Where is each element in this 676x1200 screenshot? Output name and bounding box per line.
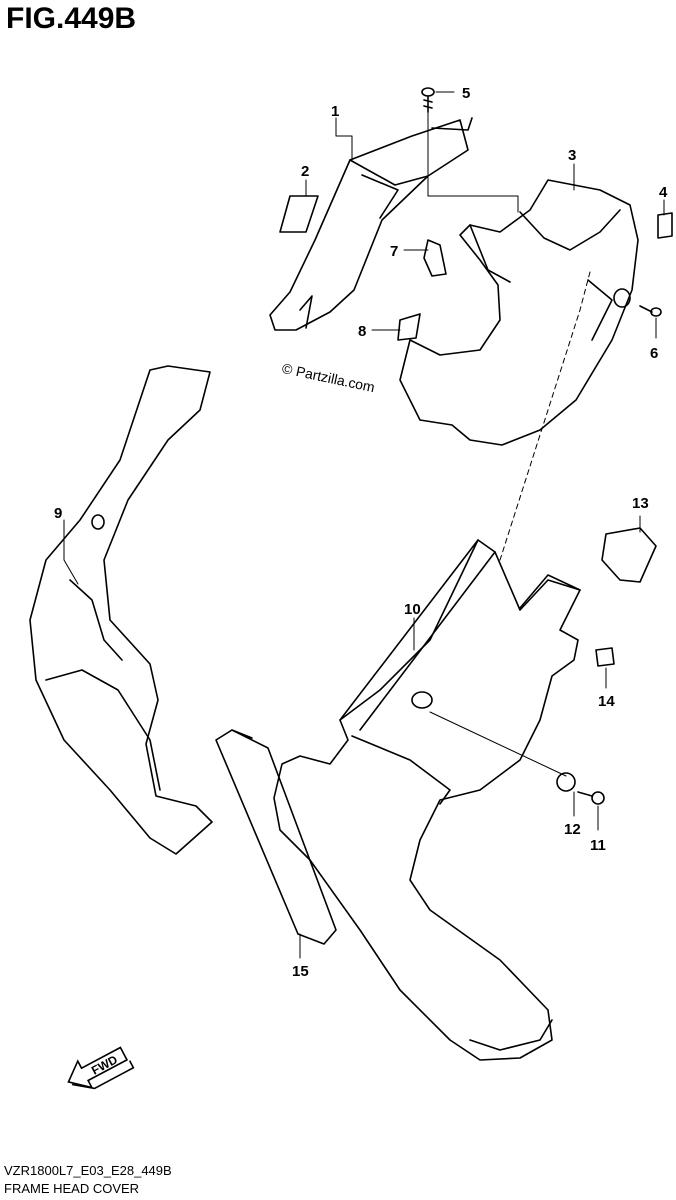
part-8-pad — [397, 313, 421, 341]
leader-lines — [63, 91, 665, 959]
callout-labels: 1 2 3 4 5 6 7 8 9 10 11 12 13 14 15 — [54, 85, 668, 980]
callout-7: 7 — [390, 243, 398, 260]
fwd-arrow-icon: FWD — [67, 1046, 135, 1090]
part-13-pad — [601, 527, 657, 583]
callout-13: 13 — [632, 495, 649, 512]
callout-9: 9 — [54, 505, 62, 522]
section-name: FRAME HEAD COVER — [4, 1181, 140, 1196]
part-1-upper-cover — [269, 117, 473, 331]
callout-8: 8 — [358, 323, 366, 340]
part-7-pad — [423, 239, 447, 277]
part-6-screw — [639, 305, 662, 317]
callout-1: 1 — [331, 103, 339, 120]
part-15-strip — [215, 729, 337, 945]
part-3-right-cover — [399, 179, 639, 446]
callout-2: 2 — [301, 163, 309, 180]
part-11-screw — [577, 791, 605, 805]
part-2-pad — [279, 195, 319, 233]
callout-5: 5 — [462, 85, 470, 102]
callout-4: 4 — [659, 184, 668, 201]
part-5-screw — [421, 87, 435, 113]
callout-3: 3 — [568, 147, 576, 164]
callout-12: 12 — [564, 821, 581, 838]
part-12-grommet — [556, 772, 576, 792]
part-9-left-cover — [29, 365, 213, 855]
callout-11: 11 — [590, 837, 606, 854]
callout-6: 6 — [650, 345, 658, 362]
figure-title: FIG.449B — [6, 2, 137, 35]
callout-15: 15 — [292, 963, 309, 980]
callout-14: 14 — [598, 693, 615, 710]
model-code: VZR1800L7_E03_E28_449B — [4, 1163, 172, 1178]
part-4-tape — [657, 212, 673, 239]
part-14-cushion — [595, 647, 615, 667]
part-10-frame-head-cover — [273, 539, 581, 1061]
callout-10: 10 — [404, 601, 421, 618]
